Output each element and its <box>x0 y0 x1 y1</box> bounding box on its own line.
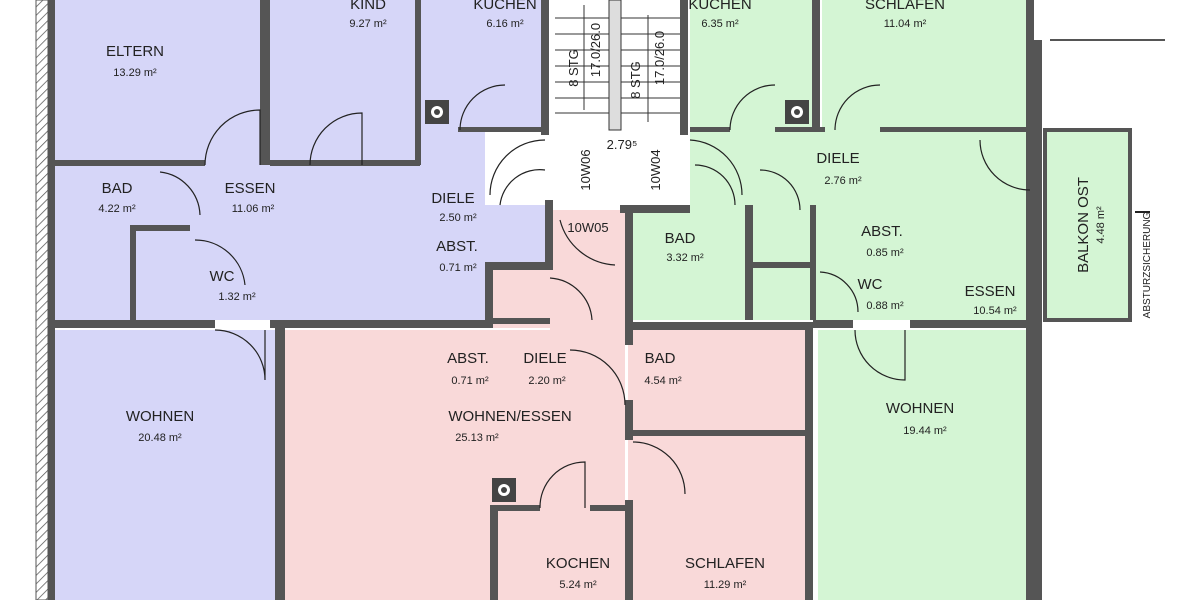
landing-level: 2.79⁵ <box>607 137 638 152</box>
area-kueche-left: 6.16 m² <box>486 18 524 30</box>
label-schlafen-right: SCHLAFEN <box>865 0 945 13</box>
area-wc-right: 0.88 m² <box>866 300 904 312</box>
area-wohnen-left: 20.48 m² <box>138 432 182 444</box>
label-abst-right: ABST. <box>861 223 903 240</box>
label-wohnen-right: WOHNEN <box>886 400 954 417</box>
area-kueche-mid: 5.24 m² <box>559 579 597 591</box>
area-wohnen-mid: 25.13 m² <box>455 432 499 444</box>
doors <box>159 84 1031 509</box>
vent-icon <box>492 478 516 502</box>
door-label-10w04: 10W04 <box>648 149 663 190</box>
area-wc-left: 1.32 m² <box>218 291 256 303</box>
label-balkon: BALKON OST <box>1075 177 1092 273</box>
room-diele-mid <box>550 210 625 335</box>
area-abst-right: 0.85 m² <box>866 247 904 259</box>
area-kueche-right: 6.35 m² <box>701 18 739 30</box>
stair-steps-b: 8 STG <box>628 61 643 99</box>
walls <box>35 0 1165 600</box>
room-schlafen-mid <box>628 435 808 600</box>
label-wohnen-mid: WOHNEN/ESSEN <box>448 408 571 425</box>
label-essen-right: ESSEN <box>965 283 1016 300</box>
area-essen-left: 11.06 m² <box>232 203 275 215</box>
room-diele-right <box>632 130 1032 320</box>
area-abst-left: 0.71 m² <box>439 262 477 274</box>
label-schlafen-mid: SCHLAFEN <box>685 555 765 572</box>
area-wohnen-right: 19.44 m² <box>903 425 947 437</box>
label-bad-mid: BAD <box>645 350 676 367</box>
area-schlafen-right: 11.04 m² <box>884 18 927 30</box>
area-abst-mid: 0.71 m² <box>451 375 489 387</box>
label-diele-right: DIELE <box>816 150 859 167</box>
label-diele-left: DIELE <box>431 190 474 207</box>
room-labels: ELTERN 13.29 m² KIND 9.27 m² KÜCHEN 6.16… <box>98 0 1107 591</box>
label-abst-left: ABST. <box>436 238 478 255</box>
railing-label: ABSTURZSICHERUNG <box>1142 211 1153 318</box>
label-eltern: ELTERN <box>106 43 164 60</box>
staircase <box>555 0 680 131</box>
label-kind: KIND <box>350 0 386 13</box>
area-diele-mid: 2.20 m² <box>528 375 566 387</box>
area-diele-left: 2.50 m² <box>439 212 477 224</box>
label-abst-mid: ABST. <box>447 350 489 367</box>
room-abst-left <box>485 205 545 265</box>
area-schlafen-mid: 11.29 m² <box>704 579 747 591</box>
label-bad-left: BAD <box>102 180 133 197</box>
area-bad-mid: 4.54 m² <box>644 375 682 387</box>
stair-ratio-a: 17.0/26.0 <box>588 23 603 77</box>
door-label-10w05: 10W05 <box>567 220 608 235</box>
label-wohnen-left: WOHNEN <box>126 408 194 425</box>
label-wc-left: WC <box>210 268 235 285</box>
vent-icon <box>425 100 449 124</box>
label-essen-left: ESSEN <box>225 180 276 197</box>
area-essen-right: 10.54 m² <box>973 305 1017 317</box>
unit-right <box>632 0 1130 600</box>
area-kind: 9.27 m² <box>349 18 387 30</box>
stair-ratio-b: 17.0/26.0 <box>652 31 667 85</box>
room-wohnen-right <box>818 330 1040 600</box>
label-diele-mid: DIELE <box>523 350 566 367</box>
vent-icon <box>785 100 809 124</box>
label-bad-right: BAD <box>665 230 696 247</box>
area-bad-left: 4.22 m² <box>98 203 136 215</box>
area-balkon: 4.48 m² <box>1095 206 1107 244</box>
stair-steps-a: 8 STG <box>566 49 581 87</box>
area-bad-right: 3.32 m² <box>666 252 704 264</box>
room-schlafen-right <box>822 0 1030 130</box>
area-diele-right: 2.76 m² <box>824 175 862 187</box>
room-bad-mid <box>628 330 808 430</box>
door-label-10w06: 10W06 <box>578 149 593 190</box>
label-kueche-mid: KOCHEN <box>546 555 610 572</box>
area-eltern: 13.29 m² <box>113 67 157 79</box>
room-wohnen-left <box>55 330 275 600</box>
label-kueche-left: KÜCHEN <box>473 0 536 13</box>
label-wc-right: WC <box>858 276 883 293</box>
room-balkon <box>1045 130 1130 320</box>
label-kueche-right: KÜCHEN <box>688 0 751 13</box>
